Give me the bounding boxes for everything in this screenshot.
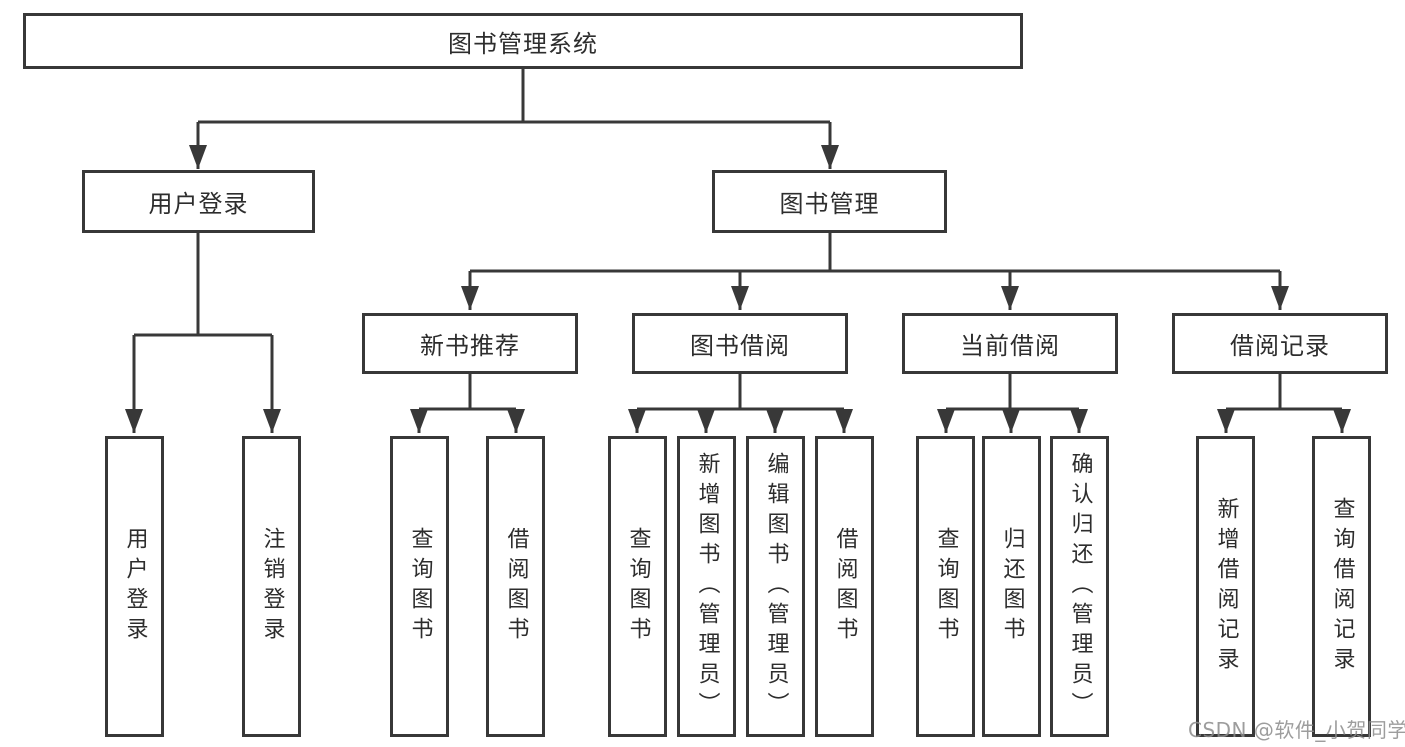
leaf-return-book-label: 归还图书: [999, 526, 1025, 647]
leaf-query-books-current-label: 查询图书: [933, 526, 959, 647]
node-borrowing-records: 借阅记录: [1172, 313, 1388, 374]
node-new-book-recommendation: 新书推荐: [362, 313, 578, 374]
leaf-query-books-recommend-label: 查询图书: [407, 526, 433, 647]
leaf-query-books-borrowing-label: 查询图书: [625, 526, 651, 647]
node-book-borrowing: 图书借阅: [632, 313, 848, 374]
node-user-login: 用户登录: [82, 170, 315, 233]
leaf-logout: 注销登录: [242, 436, 301, 737]
leaf-user-login: 用户登录: [105, 436, 164, 737]
leaf-return-book: 归还图书: [982, 436, 1041, 737]
connector-book-borrowing-branch: [628, 374, 853, 433]
connector-root-to-level2: [189, 69, 839, 169]
leaf-query-books-current: 查询图书: [916, 436, 975, 737]
connector-user-login-branch: [125, 233, 281, 433]
leaf-borrow-books-borrowing-label: 借阅图书: [832, 526, 858, 647]
leaf-borrow-books-recommend-label: 借阅图书: [503, 526, 529, 647]
csdn-watermark: CSDN @软件_小贺同学: [1188, 718, 1405, 742]
leaf-query-books-borrowing: 查询图书: [608, 436, 667, 737]
leaf-borrow-books-recommend: 借阅图书: [486, 436, 545, 737]
leaf-add-borrow-record-label: 新增借阅记录: [1213, 496, 1239, 677]
node-library-management-system: 图书管理系统: [23, 13, 1023, 69]
leaf-edit-book-admin: 编辑图书（管理员）: [746, 436, 805, 737]
leaf-query-books-recommend: 查询图书: [390, 436, 449, 737]
connector-borrowing-records-branch: [1217, 374, 1351, 433]
leaf-logout-label: 注销登录: [259, 526, 285, 647]
node-current-borrowing: 当前借阅: [902, 313, 1118, 374]
leaf-add-borrow-record: 新增借阅记录: [1196, 436, 1255, 737]
leaf-add-book-admin-label: 新增图书（管理员）: [694, 451, 720, 722]
node-book-management: 图书管理: [712, 170, 947, 233]
leaf-confirm-return-admin: 确认归还（管理员）: [1050, 436, 1109, 737]
leaf-query-borrow-record: 查询借阅记录: [1312, 436, 1371, 737]
leaf-edit-book-admin-label: 编辑图书（管理员）: [763, 451, 789, 722]
leaf-confirm-return-admin-label: 确认归还（管理员）: [1067, 451, 1093, 722]
connector-new-book-branch: [410, 374, 525, 433]
leaf-add-book-admin: 新增图书（管理员）: [677, 436, 736, 737]
connector-book-management-branch: [461, 233, 1289, 310]
leaf-user-login-label: 用户登录: [122, 526, 148, 647]
leaf-borrow-books-borrowing: 借阅图书: [815, 436, 874, 737]
connector-current-borrowing-branch: [937, 374, 1088, 433]
leaf-query-borrow-record-label: 查询借阅记录: [1329, 496, 1355, 677]
